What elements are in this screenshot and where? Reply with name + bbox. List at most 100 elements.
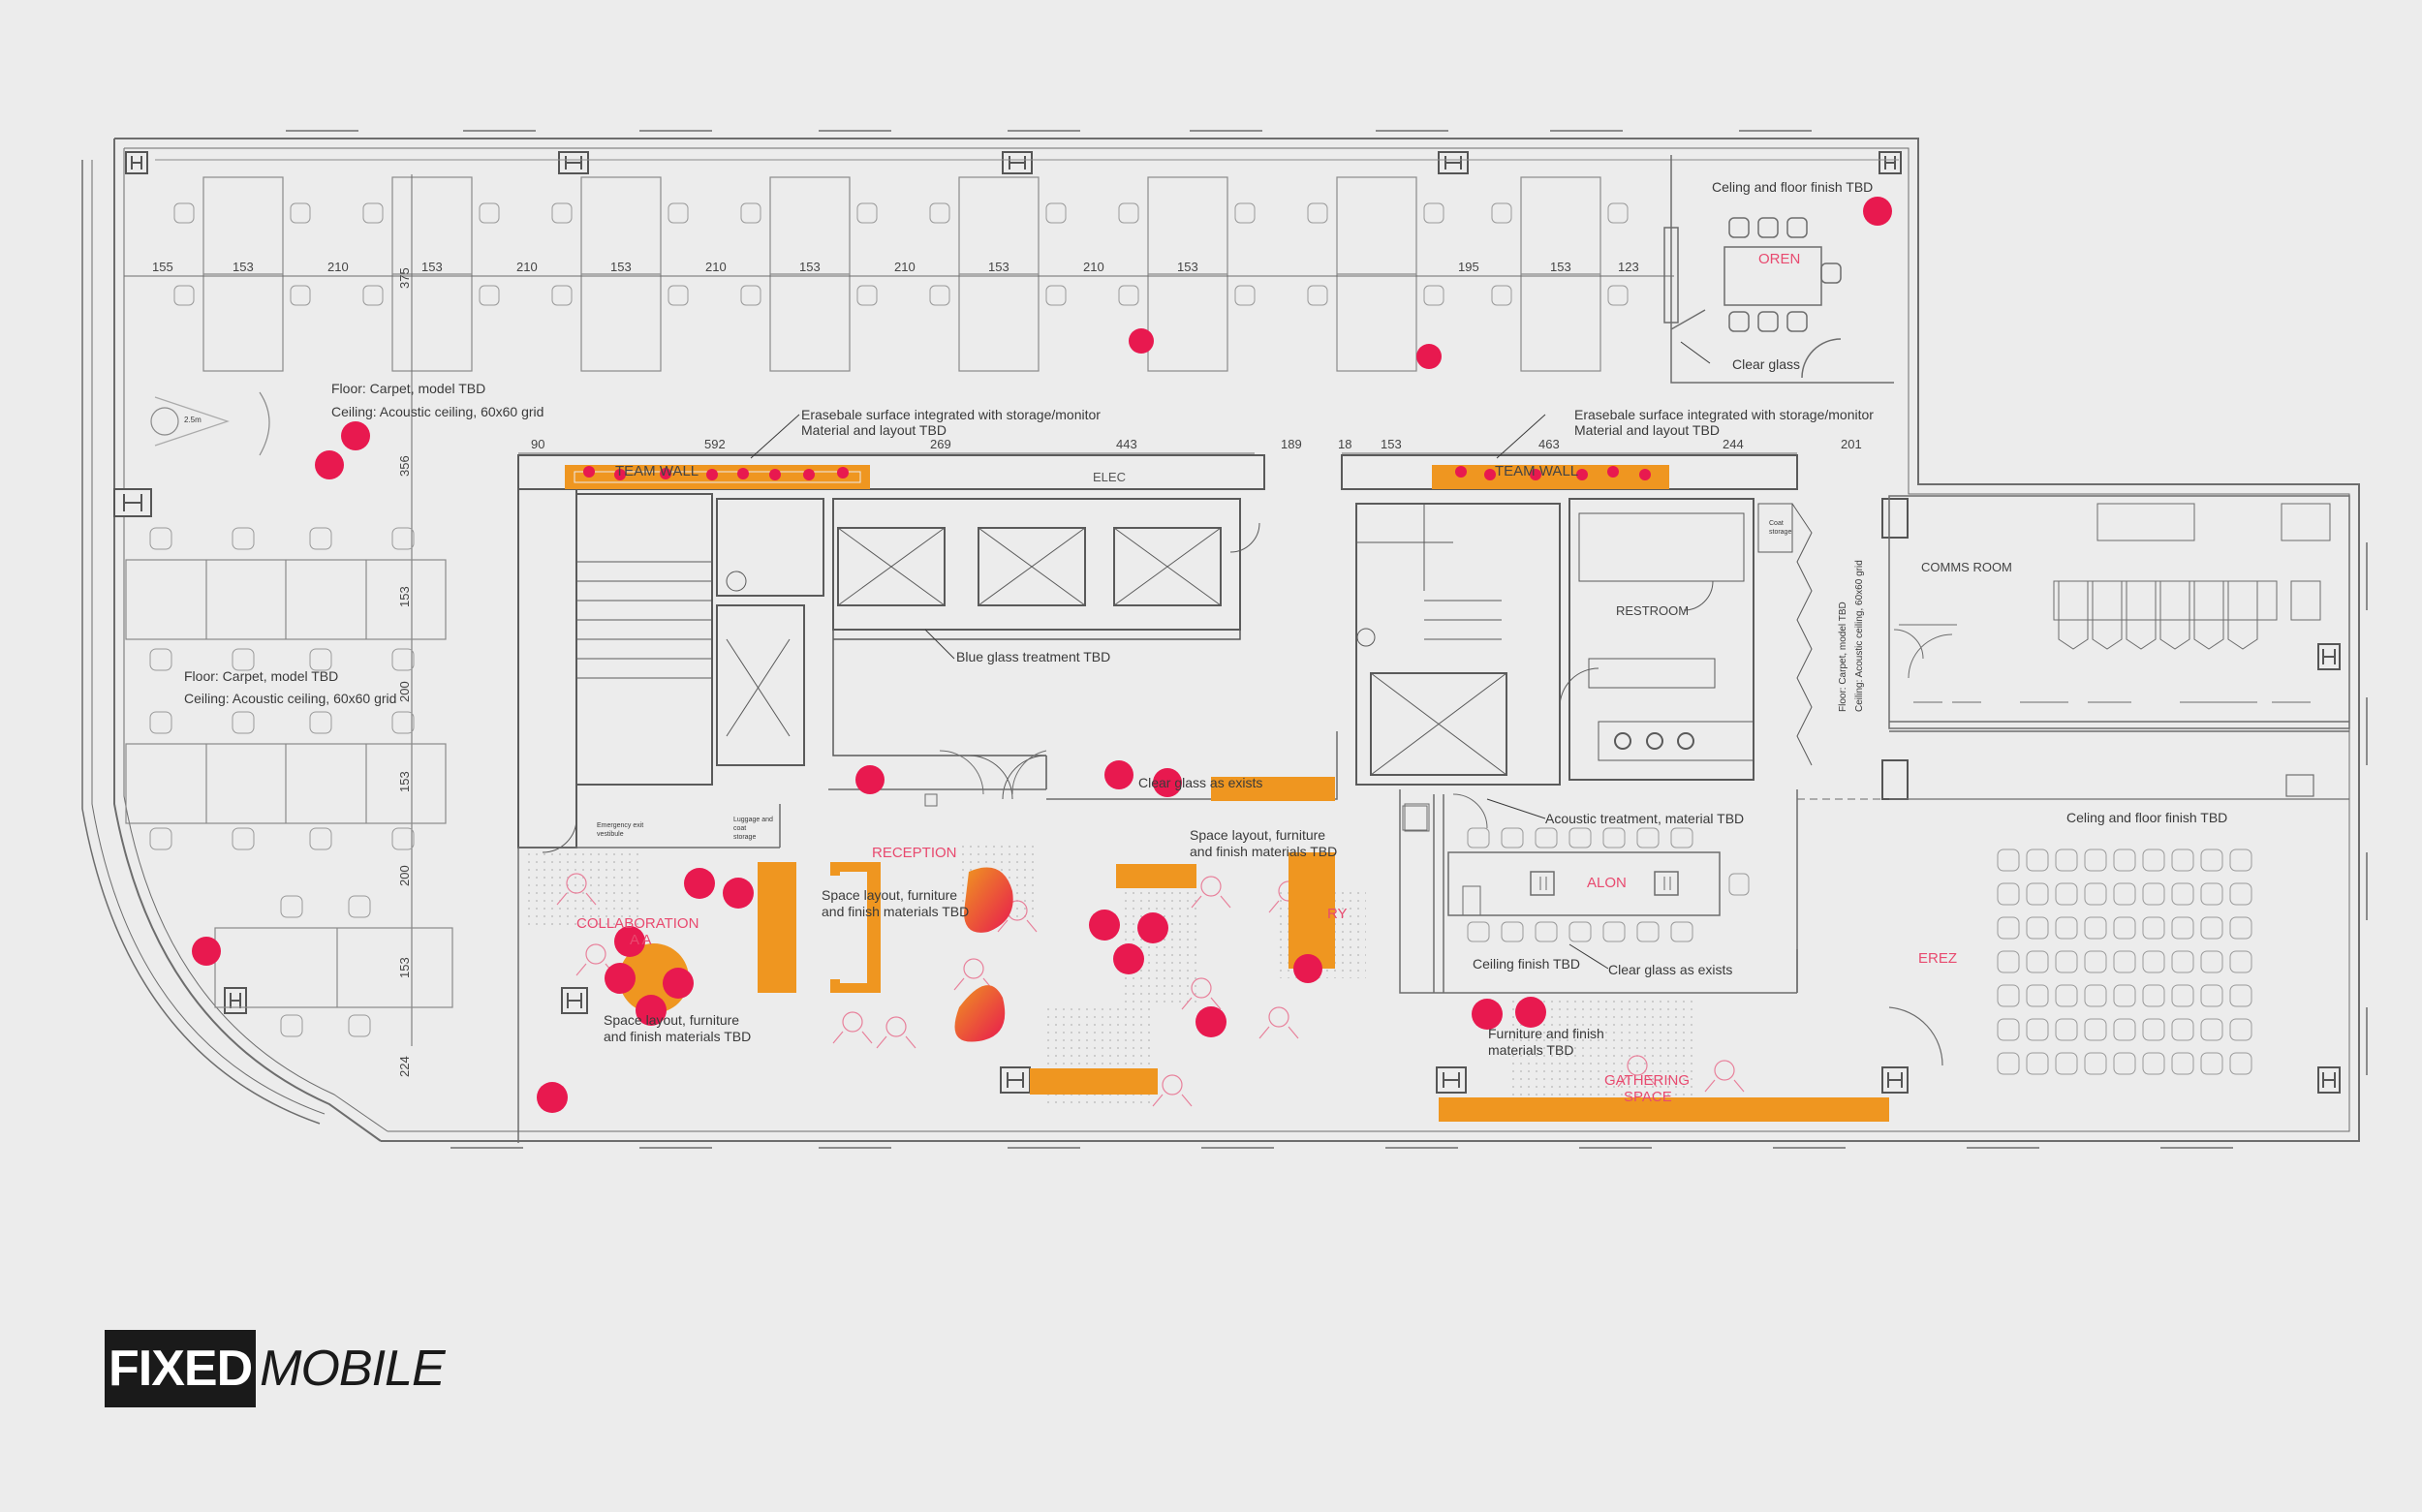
red-markers [192, 197, 1892, 1113]
room-collaboration: COLLABORATION [576, 915, 699, 932]
note-erasable-left-1: Erasebale surface integrated with storag… [801, 407, 1101, 422]
dim-top-13: 195 [1458, 260, 1479, 274]
note-ceiling-acoustic-vert: Ceiling: Acoustic ceiling, 60x60 grid [1854, 560, 1865, 712]
dim-mid-3: 269 [930, 437, 951, 451]
dim-top-1: 155 [152, 260, 173, 274]
dimension-lines [124, 174, 1797, 1046]
oren-room [1663, 155, 1894, 384]
dim-left-2: 356 [397, 455, 412, 477]
room-elec: ELEC [1093, 470, 1126, 484]
room-alon: ALON [1587, 875, 1627, 891]
dim-top-2: 153 [233, 260, 254, 274]
note-floor-carpet-2: Floor: Carpet, model TBD [184, 668, 339, 684]
dim-left-6: 200 [397, 865, 412, 886]
room-gathering-2: SPACE [1624, 1089, 1672, 1105]
dim-mid-8: 463 [1538, 437, 1560, 451]
erez-room [1888, 774, 2349, 1075]
dim-mid-2: 592 [704, 437, 726, 451]
note-coat-storage-2: storage [1769, 529, 1792, 536]
dim-mid-5: 189 [1281, 437, 1302, 451]
dim-top-7: 210 [705, 260, 727, 274]
note-floor-carpet-vert: Floor: Carpet, model TBD [1838, 602, 1848, 712]
note-furniture-finish-2: materials TBD [1488, 1042, 1574, 1058]
dim-top-10: 153 [988, 260, 1009, 274]
note-luggage: Luggage and [733, 817, 773, 823]
dim-mid-7: 153 [1381, 437, 1402, 451]
note-emergency-exit-2: vestibule [597, 831, 624, 838]
orange-inner-cutouts [574, 471, 867, 983]
note-floor-carpet-1: Floor: Carpet, model TBD [331, 381, 486, 396]
room-restroom: RESTROOM [1616, 603, 1690, 618]
room-gathering: GATHERING [1604, 1072, 1691, 1089]
note-luggage-3: storage [733, 834, 757, 841]
room-erez: EREZ [1918, 950, 1958, 967]
team-wall-dots [583, 466, 1651, 480]
note-erasable-right-1: Erasebale surface integrated with storag… [1574, 407, 1874, 422]
note-clear-glass-exists-2: Clear glass as exists [1608, 962, 1733, 977]
note-ceiling-acoustic-2: Ceiling: Acoustic ceiling, 60x60 grid [184, 691, 397, 706]
room-team-wall-left: TEAM WALL [615, 463, 699, 479]
core-left [517, 454, 1337, 853]
note-coat-storage: Coat [1769, 520, 1784, 527]
dim-top-14: 153 [1550, 260, 1571, 274]
dim-mid-9: 244 [1723, 437, 1744, 451]
dim-left-1: 375 [397, 267, 412, 289]
note-space-layout-a2: and finish materials TBD [604, 1029, 752, 1044]
note-space-layout-c1: Space layout, furniture [1190, 827, 1326, 843]
note-acoustic-treatment: Acoustic treatment, material TBD [1545, 811, 1745, 826]
workstation-desks [155, 159, 1899, 372]
note-ceiling-floor-right: Celing and floor finish TBD [2066, 810, 2228, 825]
dim-left-5: 153 [397, 771, 412, 792]
people-sketches [556, 873, 1745, 1107]
room-ry: RY [1327, 906, 1348, 922]
note-space-layout-c2: and finish materials TBD [1190, 844, 1338, 859]
dim-top-3: 210 [327, 260, 349, 274]
building-shell [81, 138, 2360, 1142]
dim-left-4: 200 [397, 681, 412, 702]
reception-walls [517, 731, 1884, 1143]
note-space-layout-a1: Space layout, furniture [604, 1012, 740, 1028]
fixedmobile-logo: FIXED MOBILE [105, 1330, 446, 1407]
note-clear-glass-top: Clear glass [1732, 356, 1801, 372]
note-erasable-left-2: Material and layout TBD [801, 422, 947, 438]
logo-fixed: FIXED [105, 1330, 257, 1407]
note-luggage-2: coat [733, 825, 747, 832]
workstation-chairs [173, 202, 1629, 306]
gradient-lounge-pieces [954, 867, 1013, 1042]
note-ceiling-finish: Ceiling finish TBD [1473, 956, 1581, 972]
note-space-layout-b1: Space layout, furniture [822, 887, 958, 903]
dim-top-11: 210 [1083, 260, 1104, 274]
dim-left-7: 153 [397, 957, 412, 978]
dim-top-12: 153 [1177, 260, 1198, 274]
room-comms: COMMS ROOM [1921, 560, 2012, 574]
window-ticks-top [286, 130, 2368, 1149]
leader-lines [750, 341, 1711, 970]
dim-top-8: 153 [799, 260, 821, 274]
room-team-wall-right: TEAM WALL [1495, 463, 1579, 479]
room-collaboration-2: A A [630, 932, 652, 948]
note-space-layout-b2: and finish materials TBD [822, 904, 970, 919]
logo-mobile: MOBILE [260, 1341, 445, 1397]
dim-mid-10: 201 [1841, 437, 1862, 451]
dim-mid-6: 18 [1338, 437, 1352, 451]
room-reception: RECEPTION [872, 845, 957, 861]
dim-top-9: 210 [894, 260, 916, 274]
dim-left-8: 224 [397, 1056, 412, 1077]
room-oren: OREN [1758, 251, 1801, 267]
note-scale-mark: 2.5m [184, 416, 202, 424]
dim-top-5: 210 [516, 260, 538, 274]
dim-top-4: 153 [421, 260, 443, 274]
dim-top-6: 153 [610, 260, 632, 274]
note-furniture-finish-1: Furniture and finish [1488, 1026, 1604, 1041]
note-ceiling-floor-top: Celing and floor finish TBD [1712, 179, 1874, 195]
left-wing-chairs [149, 527, 415, 1037]
note-emergency-exit: Emergency exit [597, 822, 644, 829]
column-h-marks [123, 156, 2336, 1088]
note-erasable-right-2: Material and layout TBD [1574, 422, 1720, 438]
note-ceiling-acoustic-1: Ceiling: Acoustic ceiling, 60x60 grid [331, 404, 544, 419]
comms-room [1888, 495, 2350, 732]
left-wing-desks [125, 391, 453, 1008]
alon-room [1399, 789, 1798, 994]
dim-left-3: 153 [397, 586, 412, 607]
